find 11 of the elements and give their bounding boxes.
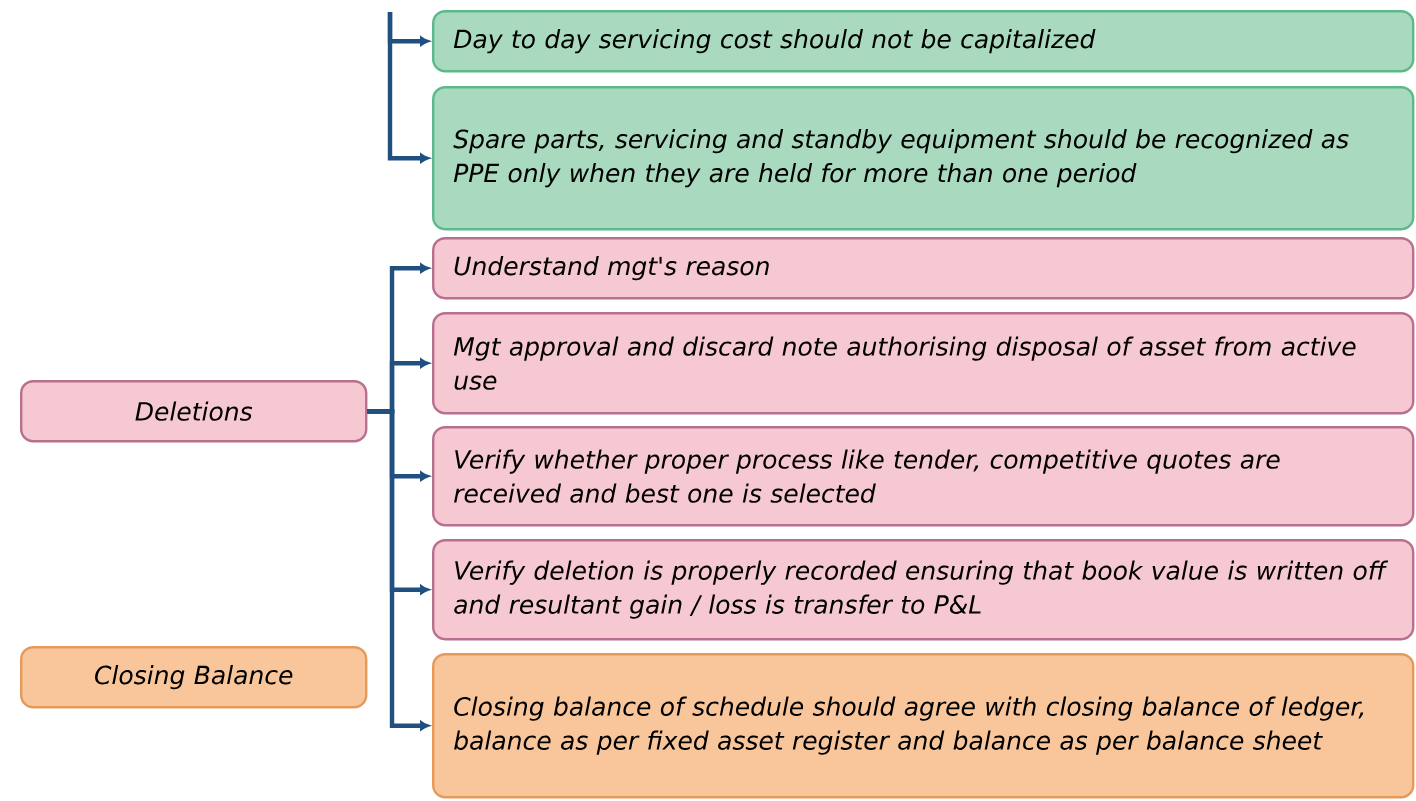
arrow bbox=[387, 12, 430, 163]
step-box: Understand mgt's reason bbox=[432, 237, 1415, 300]
step-box: Mgt approval and discard note authorising disposal of asset from active use bbox=[432, 312, 1415, 415]
step-box: Closing balance of schedule should agree with closing balance of ledger, balance as per fixed asset register and balance as per balance sheet bbox=[432, 653, 1415, 799]
topic-box: Closing Balance bbox=[20, 646, 368, 709]
topic-box: Deletions bbox=[20, 380, 368, 443]
step-box: Day to day servicing cost should not be capitalized bbox=[432, 10, 1415, 73]
step-box: Verify deletion is properly recorded ensuring that book value is written off and resultant gain / loss is transfer to P&L bbox=[432, 539, 1415, 641]
step-box: Verify whether proper process like tender, competitive quotes are received and best one is selected bbox=[432, 426, 1415, 527]
arrow bbox=[367, 409, 430, 731]
step-box: Spare parts, servicing and standby equipment should be recognized as PPE only when they are held for more than one period bbox=[432, 86, 1415, 231]
